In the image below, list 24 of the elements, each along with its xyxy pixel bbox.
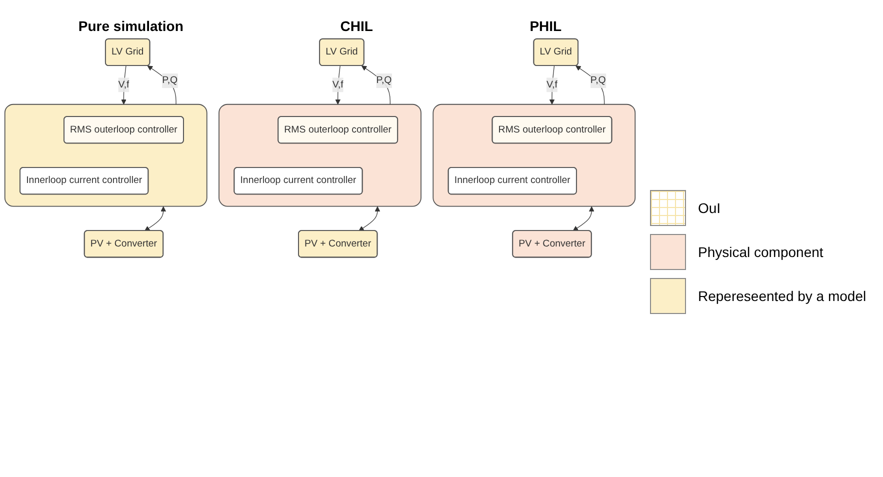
arrow [147,66,176,105]
legend-label: OuI [698,200,721,216]
arrow [549,65,555,105]
cluster [4,104,208,207]
arrow [576,66,605,105]
column-heading: PHIL [530,18,562,34]
edge-label: V,f [546,79,558,90]
arrow [361,66,390,105]
edge-label: V,f [332,79,344,90]
column-heading: Pure simulation [78,18,184,34]
edge-label: P,Q [590,75,606,86]
edge-label: V,f [118,79,130,90]
cluster [218,104,422,207]
arrow [335,65,341,105]
arrow [572,206,594,232]
arrow [358,206,380,232]
arrow [121,65,126,105]
legend-label: Repereseented by a model [698,288,866,304]
edge-label: P,Q [376,75,392,86]
cluster [432,104,636,207]
legend-label: Physical component [698,244,824,260]
column-heading: CHIL [340,18,373,34]
edge-label: P,Q [162,75,178,86]
arrow [144,206,166,232]
